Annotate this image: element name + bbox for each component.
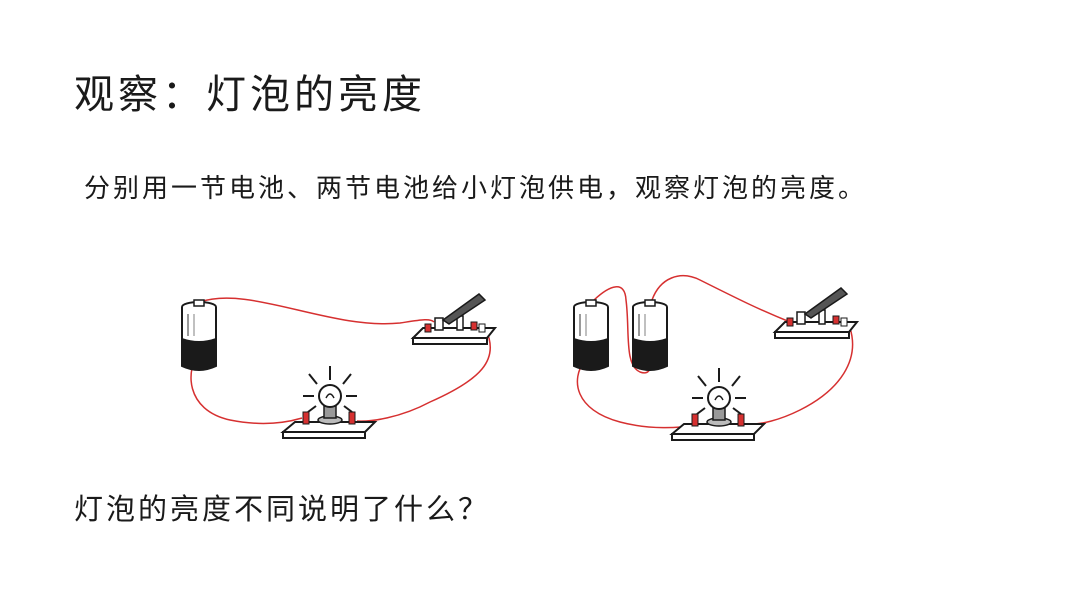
circuit-two-batteries <box>573 275 858 441</box>
battery <box>181 299 217 371</box>
wire <box>576 359 696 429</box>
wire <box>651 275 791 323</box>
page-title: 观察：灯泡的亮度 <box>74 72 426 118</box>
wire <box>356 329 492 422</box>
light-bulb <box>671 367 765 441</box>
circuit-one-battery <box>181 293 496 439</box>
wire <box>747 327 854 425</box>
instruction-text: 分别用一节电池、两节电池给小灯泡供电，观察灯泡的亮度。 <box>84 174 868 204</box>
knife-switch <box>412 293 496 345</box>
battery <box>573 299 609 371</box>
battery <box>632 299 668 371</box>
wire <box>199 297 435 325</box>
light-bulb <box>282 365 376 439</box>
knife-switch <box>774 287 858 339</box>
question-text: 灯泡的亮度不同说明了什么？ <box>74 492 491 526</box>
wire <box>593 286 652 374</box>
